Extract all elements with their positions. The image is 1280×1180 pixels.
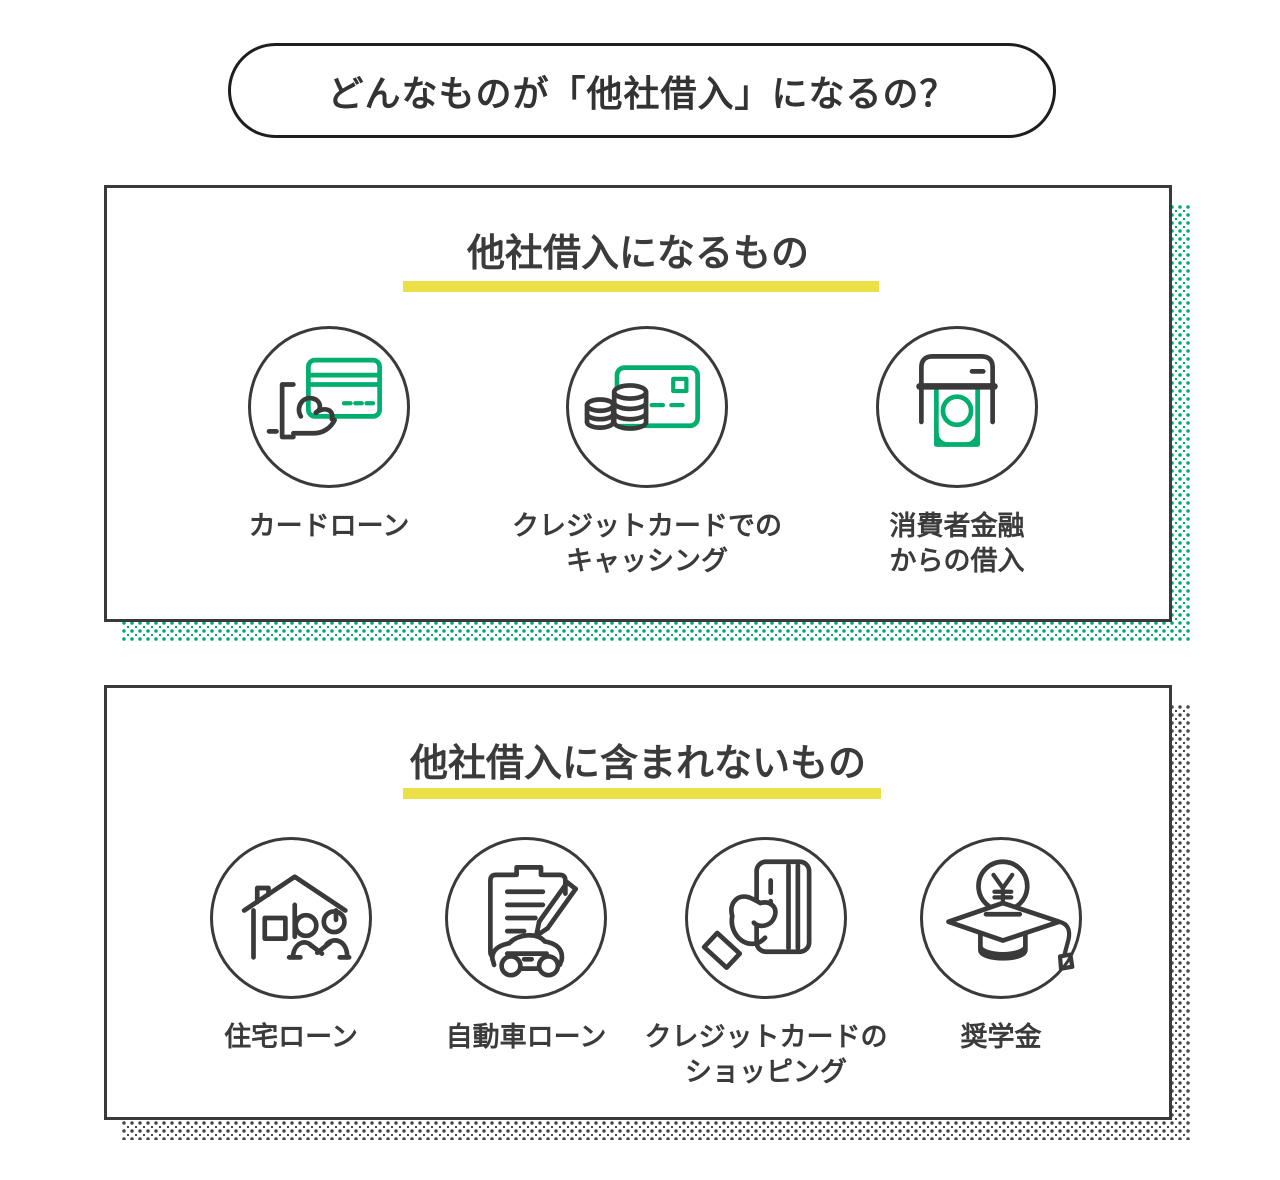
item-label: クレジットカードの ショッピング bbox=[644, 1022, 888, 1088]
coins-credit-card-icon bbox=[572, 332, 722, 482]
card-excluded: 他社借入に含まれないもの bbox=[104, 685, 1190, 1140]
card-excluded-body: 他社借入に含まれないもの bbox=[104, 685, 1172, 1120]
icon-circle bbox=[876, 326, 1038, 488]
item-label: カードローン bbox=[248, 511, 410, 541]
list-item: カードローン bbox=[179, 326, 479, 544]
item-label: 奨学金 bbox=[960, 1022, 1042, 1052]
list-item: 消費者金融 からの借入 bbox=[807, 326, 1107, 579]
icon-circle bbox=[445, 837, 607, 999]
icon-circle bbox=[685, 837, 847, 999]
page-title: どんなものが「他社借入」になるの？ bbox=[228, 43, 1056, 138]
atm-cash-icon bbox=[882, 332, 1032, 482]
icon-circle bbox=[920, 837, 1082, 999]
hand-credit-card-icon bbox=[254, 332, 404, 482]
house-handshake-icon bbox=[216, 843, 366, 993]
icon-circle bbox=[248, 326, 410, 488]
graduation-cap-yen-icon bbox=[926, 843, 1076, 993]
list-item: 奨学金 bbox=[851, 837, 1151, 1055]
clipboard-car-icon bbox=[451, 843, 601, 993]
card-included-title: 他社借入になるもの bbox=[466, 233, 809, 275]
list-item: 自動車ローン bbox=[376, 837, 676, 1055]
item-label: 自動車ローン bbox=[445, 1022, 607, 1052]
item-label: クレジットカードでの キャッシング bbox=[512, 511, 782, 577]
item-label: 消費者金融 からの借入 bbox=[889, 511, 1025, 577]
page-title-text: どんなものが「他社借入」になるの？ bbox=[327, 72, 957, 114]
item-label: 住宅ローン bbox=[224, 1022, 358, 1052]
card-included: 他社借入になるもの bbox=[104, 185, 1190, 642]
list-item: クレジットカードでの キャッシング bbox=[497, 326, 797, 579]
hand-card-icon bbox=[691, 843, 841, 993]
yellow-underline bbox=[403, 788, 881, 799]
yellow-underline bbox=[403, 281, 879, 292]
card-included-body: 他社借入になるもの bbox=[104, 185, 1172, 622]
card-excluded-title: 他社借入に含まれないもの bbox=[409, 743, 866, 785]
icon-circle bbox=[566, 326, 728, 488]
list-item: クレジットカードの ショッピング bbox=[616, 837, 916, 1090]
icon-circle bbox=[210, 837, 372, 999]
list-item: 住宅ローン bbox=[141, 837, 441, 1055]
